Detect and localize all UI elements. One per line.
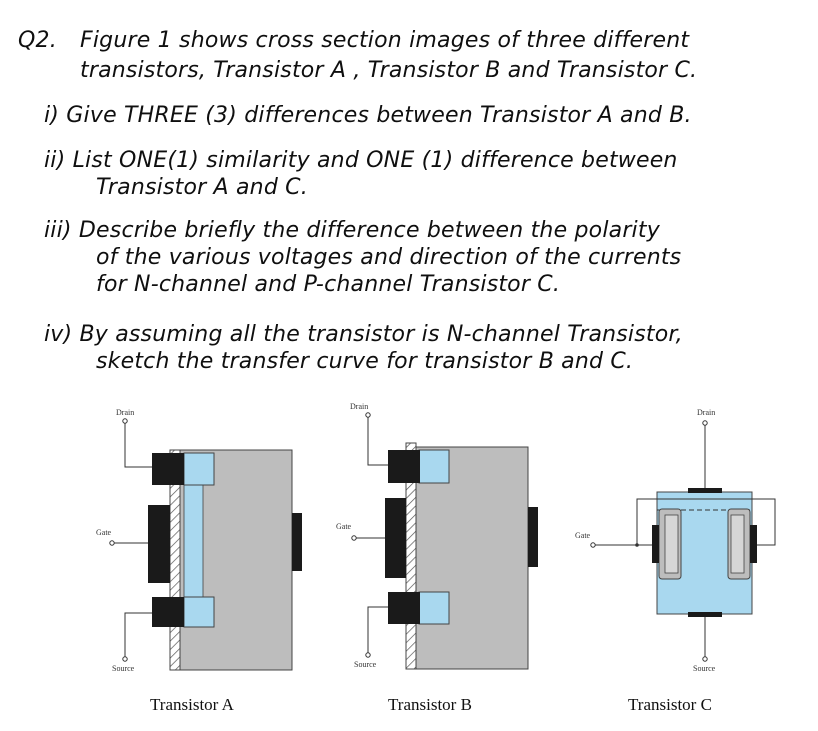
caption-transistor-b: Transistor B <box>388 695 472 714</box>
transistor-a-source-region <box>183 596 215 628</box>
transistor-c-right-gate-inner <box>730 514 745 574</box>
part-i-line-1: i) Give THREE (3) differences between Tr… <box>44 103 692 128</box>
transistor-a-channel <box>183 484 204 604</box>
transistor-b-body-contact <box>528 507 538 567</box>
transistor-c-left-gate-inner <box>664 514 679 574</box>
part-ii-line-2: Transistor A and C. <box>96 175 308 200</box>
caption-transistor-c: Transistor C <box>628 695 712 714</box>
transistor-b-gate-contact <box>385 498 406 578</box>
caption-transistor-a: Transistor A <box>150 695 234 714</box>
part-iv-line-1: iv) By assuming all the transistor is N-… <box>44 322 683 347</box>
transistor-b-source-contact <box>388 592 420 624</box>
transistor-c-gate-tie-wire <box>636 498 776 546</box>
part-ii-line-1: ii) List ONE(1) similarity and ONE (1) d… <box>44 148 678 173</box>
transistor-b-substrate <box>415 446 529 670</box>
transistor-c-drain-contact <box>688 488 722 493</box>
transistor-c-source-contact <box>688 612 722 617</box>
transistor-b-diagram: Drain Gate Source <box>336 402 538 670</box>
transistor-a-diagram: Drain Gate Source <box>96 408 302 673</box>
part-iii-line-2: of the various voltages and direction of… <box>96 245 682 270</box>
transistor-c-gate-label: Gate <box>575 531 591 540</box>
transistor-a-gate-contact <box>148 505 170 583</box>
transistor-b-source-region <box>418 591 450 625</box>
part-iv-line-2: sketch the transfer curve for transistor… <box>96 349 634 374</box>
transistor-c-right-gate-contact <box>750 525 757 563</box>
transistor-c-diagram: Drain Gate Source <box>575 408 776 673</box>
transistor-a-gate-label: Gate <box>96 528 112 537</box>
transistor-a-drain-wire <box>124 423 152 468</box>
transistor-c-source-label: Source <box>693 664 716 673</box>
transistor-b-drain-wire <box>367 417 388 466</box>
transistor-b-drain-label: Drain <box>350 402 368 411</box>
part-iii-line-1: iii) Describe briefly the difference bet… <box>44 218 660 243</box>
transistor-b-drain-contact <box>388 450 420 483</box>
question-intro-line-2: transistors, Transistor A , Transistor B… <box>80 58 698 83</box>
transistor-a-body-contact <box>292 513 302 571</box>
question-intro-line-1: Figure 1 shows cross section images of t… <box>80 28 690 53</box>
transistor-a-source-wire <box>124 612 152 657</box>
transistor-a-drain-label: Drain <box>116 408 134 417</box>
transistor-figure: Drain Gate Source Drain Gate Source <box>96 402 776 673</box>
transistor-b-source-label: Source <box>354 660 377 669</box>
transistor-b-drain-region <box>418 449 450 484</box>
part-iii-line-3: for N-channel and P-channel Transistor C… <box>96 272 561 297</box>
transistor-a-drain-contact <box>152 453 184 485</box>
transistor-c-drain-label: Drain <box>697 408 715 417</box>
transistor-a-source-contact <box>152 597 184 627</box>
transistor-c-left-gate-contact <box>652 525 659 563</box>
transistor-b-source-wire <box>367 606 388 653</box>
transistor-b-gate-label: Gate <box>336 522 352 531</box>
question-number: Q2. <box>18 28 57 53</box>
transistor-a-drain-region <box>183 452 215 486</box>
transistor-a-source-label: Source <box>112 664 135 673</box>
